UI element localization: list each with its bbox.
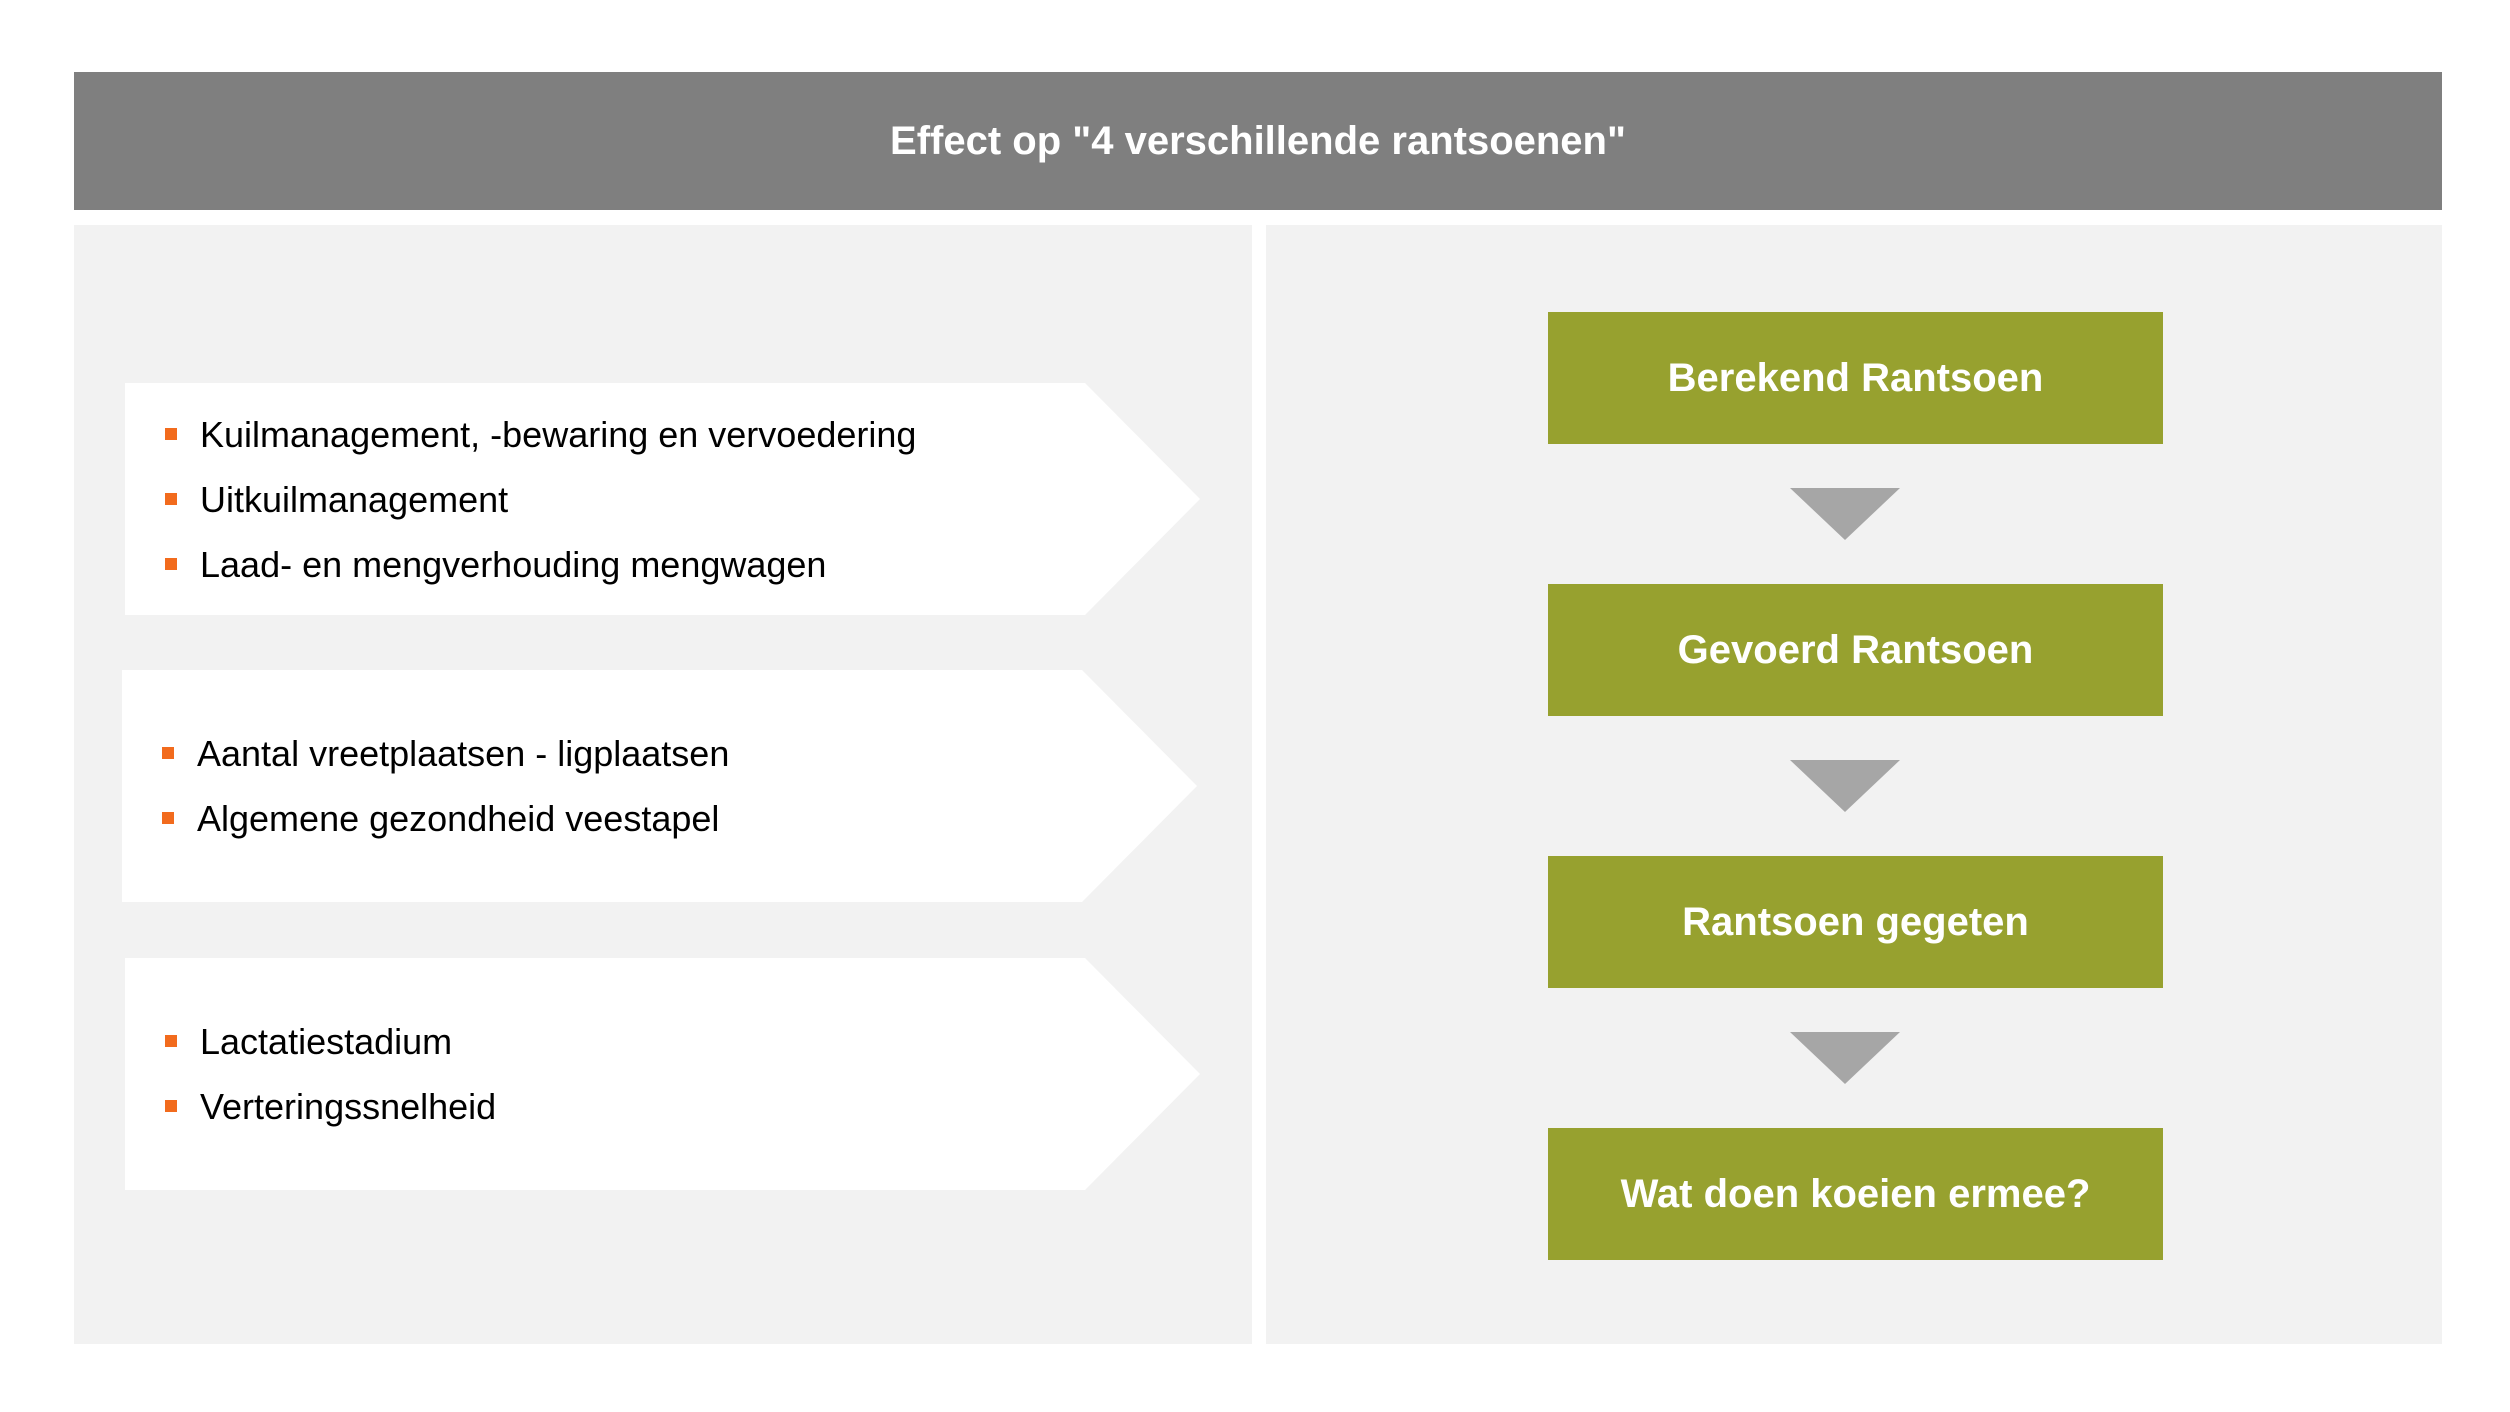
chevron-shape — [125, 383, 1200, 615]
list-item-label: Algemene gezondheid veestapel — [197, 798, 720, 839]
factor-chevron-silage: Kuilmanagement, -bewaring en vervoederin… — [125, 383, 1200, 615]
factor-list: Aantal vreetplaatsen - ligplaatsen Algem… — [122, 670, 1082, 902]
step-cow-outcome: Wat doen koeien ermee? — [1548, 1128, 2163, 1260]
step-eaten-ration: Rantsoen gegeten — [1548, 856, 2163, 988]
list-item-label: Laad- en mengverhouding mengwagen — [200, 543, 827, 585]
factor-chevron-housing: Aantal vreetplaatsen - ligplaatsen Algem… — [122, 670, 1197, 902]
list-item-label: Uitkuilmanagement — [200, 478, 509, 520]
list-item: Aantal vreetplaatsen - ligplaatsen — [122, 721, 1082, 786]
arrow-down-icon — [1790, 1032, 1900, 1084]
bullet-icon — [165, 1035, 177, 1047]
chevron-shape — [122, 670, 1197, 902]
bullet-icon — [165, 557, 177, 570]
factor-list: Lactatiestadium Verteringssnelheid — [125, 958, 1085, 1190]
list-item: Lactatiestadium — [125, 1009, 1085, 1074]
factor-list: Kuilmanagement, -bewaring en vervoederin… — [125, 383, 1085, 615]
chevron-shape — [125, 958, 1200, 1190]
list-item: Uitkuilmanagement — [125, 467, 1085, 532]
list-item: Laad- en mengverhouding mengwagen — [125, 532, 1085, 597]
list-item: Algemene gezondheid veestapel — [122, 786, 1082, 851]
arrow-down-icon — [1790, 488, 1900, 540]
step-calculated-ration: Berekend Rantsoen — [1548, 312, 2163, 444]
list-item: Verteringssnelheid — [125, 1074, 1085, 1139]
factor-chevron-cow: Lactatiestadium Verteringssnelheid — [125, 958, 1200, 1190]
bullet-icon — [165, 1100, 177, 1112]
step-fed-ration: Gevoerd Rantsoen — [1548, 584, 2163, 716]
bullet-icon — [162, 747, 174, 759]
bullet-icon — [165, 427, 177, 440]
list-item-label: Verteringssnelheid — [200, 1086, 497, 1127]
list-item-label: Lactatiestadium — [200, 1021, 453, 1062]
arrow-down-icon — [1790, 760, 1900, 812]
bullet-icon — [162, 812, 174, 824]
list-item-label: Aantal vreetplaatsen - ligplaatsen — [197, 733, 730, 774]
page-title: Effect op "4 verschillende rantsoenen" — [74, 72, 2442, 210]
bullet-icon — [165, 492, 177, 505]
list-item-label: Kuilmanagement, -bewaring en vervoederin… — [200, 413, 917, 455]
list-item: Kuilmanagement, -bewaring en vervoederin… — [125, 402, 1085, 467]
